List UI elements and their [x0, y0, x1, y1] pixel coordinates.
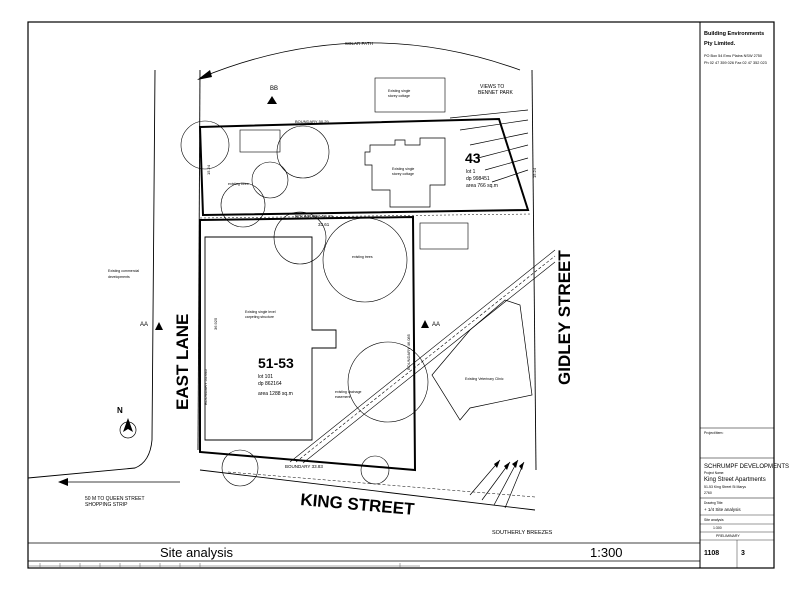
southerly-breezes-arrowheads [494, 460, 524, 470]
lot-51-53-number: 51-53 [258, 355, 294, 371]
neighbour-cottage-label: Existing single [388, 89, 410, 93]
title-block: Building Environments Pty Limited. PO Bo… [700, 31, 789, 568]
lot-43-boundary [198, 117, 530, 217]
lot-43-cottage-label2: storey cottage [392, 172, 414, 176]
lot-51-53-area: area 1288 sq.m [258, 391, 293, 397]
views-arrows [449, 109, 529, 183]
dim-left-top: 15.24 [206, 164, 211, 175]
queen-street-label: 50 M TO QUEEN STREET [85, 496, 145, 502]
vet-clinic-building [431, 299, 533, 421]
existing-trees-label2: existing trees [352, 255, 373, 259]
lot-43-area: area 766 sq.m [466, 183, 498, 189]
lot-43-cottage-label: Existing single [392, 167, 414, 171]
queen-street-label2: SHOPPING STRIP [85, 502, 128, 508]
mid-boundary-dashed [199, 213, 533, 219]
lot-43-garage [419, 222, 469, 250]
dim-right-main: BOUNDARY 46.085 [406, 333, 411, 370]
sheet-number: 3 [741, 550, 745, 557]
carpet-structure [204, 236, 337, 441]
scale-ruler-bottom [28, 563, 420, 568]
neighbour-cottage [374, 77, 446, 113]
drainage-label: existing drainage [335, 390, 362, 394]
lot-43-dp: dp 998451 [466, 176, 490, 182]
lot-51-53-dp: dp 862164 [258, 381, 282, 387]
southerly-breezes-arrows [469, 459, 525, 509]
existing-trees [180, 120, 429, 487]
dim-right-top: 15.24 [532, 167, 537, 178]
southerly-breezes-label: SOUTHERLY BREEZES [492, 530, 553, 536]
views-label2: BENNET PARK [478, 90, 513, 96]
solar-path-label: SOLAR PATH [345, 41, 373, 46]
king-street-footpath [227, 471, 536, 498]
drawing-title: + 1/4 Site analysis [704, 507, 741, 512]
boundary-mid-dim: 33.61 [318, 222, 330, 227]
lot-43-cottage [364, 137, 446, 208]
firm-address: PO Box 54 Emu Plains NSW 2750 [704, 54, 762, 58]
neighbour-cottage-label2: storey cottage [388, 94, 410, 98]
drainage-label2: easement [335, 395, 350, 399]
queen-street-arrow [58, 478, 180, 486]
project-name: King Street Apartments [704, 477, 766, 483]
north-arrow: N [117, 406, 137, 439]
footer-title: Site analysis [160, 545, 233, 560]
firm-phone: Ph 02 47 359 026 Fax 02 47 352 023 [704, 61, 767, 65]
project-item-label: Project/item: [704, 431, 723, 435]
boundary-top-label: BOUNDARY 50.29 [295, 119, 329, 124]
scale-value: 1:300 [713, 526, 722, 530]
existing-trees-label: existing trees [228, 182, 249, 186]
sheet-border [27, 21, 775, 569]
dim-left-inner: 36.925 [213, 317, 218, 330]
section-aa-label-right: AA [432, 322, 440, 328]
drainage-easement [289, 249, 556, 464]
lot-51-53-lot: lot 101 [258, 374, 273, 380]
solar-path-arc [199, 42, 521, 79]
east-lane-road [27, 69, 156, 479]
section-aa-marker-right [421, 320, 429, 328]
east-lane-label: EAST LANE [173, 314, 192, 410]
lot-43-number: 43 [465, 150, 481, 166]
project-number: 1108 [704, 550, 719, 557]
section-aa-label-left: AA [140, 322, 148, 328]
north-label: N [117, 406, 123, 415]
gidley-street-label: GIDLEY STREET [555, 250, 574, 385]
firm-name-line2: Pty Limited. [704, 41, 736, 47]
section-bb-marker [267, 96, 277, 104]
views-label: VIEWS TO [480, 84, 504, 90]
dim-left-main: BOUNDARY 51.645 [203, 368, 208, 405]
project-address: 51-53 King Street St Marys [704, 485, 746, 489]
carpet-structure-label2: carpeting structure [245, 315, 274, 319]
client-name: SCHRUMPF DEVELOPMENTS [704, 464, 789, 470]
status-text: PRELIMINARY [716, 534, 740, 538]
commercial-label: Existing commercial [108, 269, 139, 273]
project-postcode: 2760 [704, 491, 712, 495]
lot-43-lot: lot 1 [466, 169, 476, 175]
solar-path-arrow [197, 70, 212, 80]
gidley-street-edge [531, 69, 537, 471]
drawing-subtitle: Site analysis [704, 518, 724, 522]
section-bb-label: BB [270, 86, 278, 92]
boundary-bottom-label: BOUNDARY 33.83 [285, 464, 323, 469]
drawing-title-label: Drawing Title: [704, 501, 723, 505]
lot-51-53-boundary [199, 215, 417, 472]
king-street-label: KING STREET [300, 490, 416, 519]
project-name-label: Project Name: [704, 471, 724, 475]
footer-scale: 1:300 [590, 545, 623, 560]
commercial-label2: developments [108, 275, 130, 279]
carpet-structure-label: Existing single level [245, 310, 276, 314]
lot-43-shed [239, 129, 281, 153]
section-aa-marker-left [155, 322, 163, 330]
firm-name: Building Environments [704, 31, 764, 37]
vet-clinic-label: Existing Veterinary Clinic [465, 377, 504, 381]
